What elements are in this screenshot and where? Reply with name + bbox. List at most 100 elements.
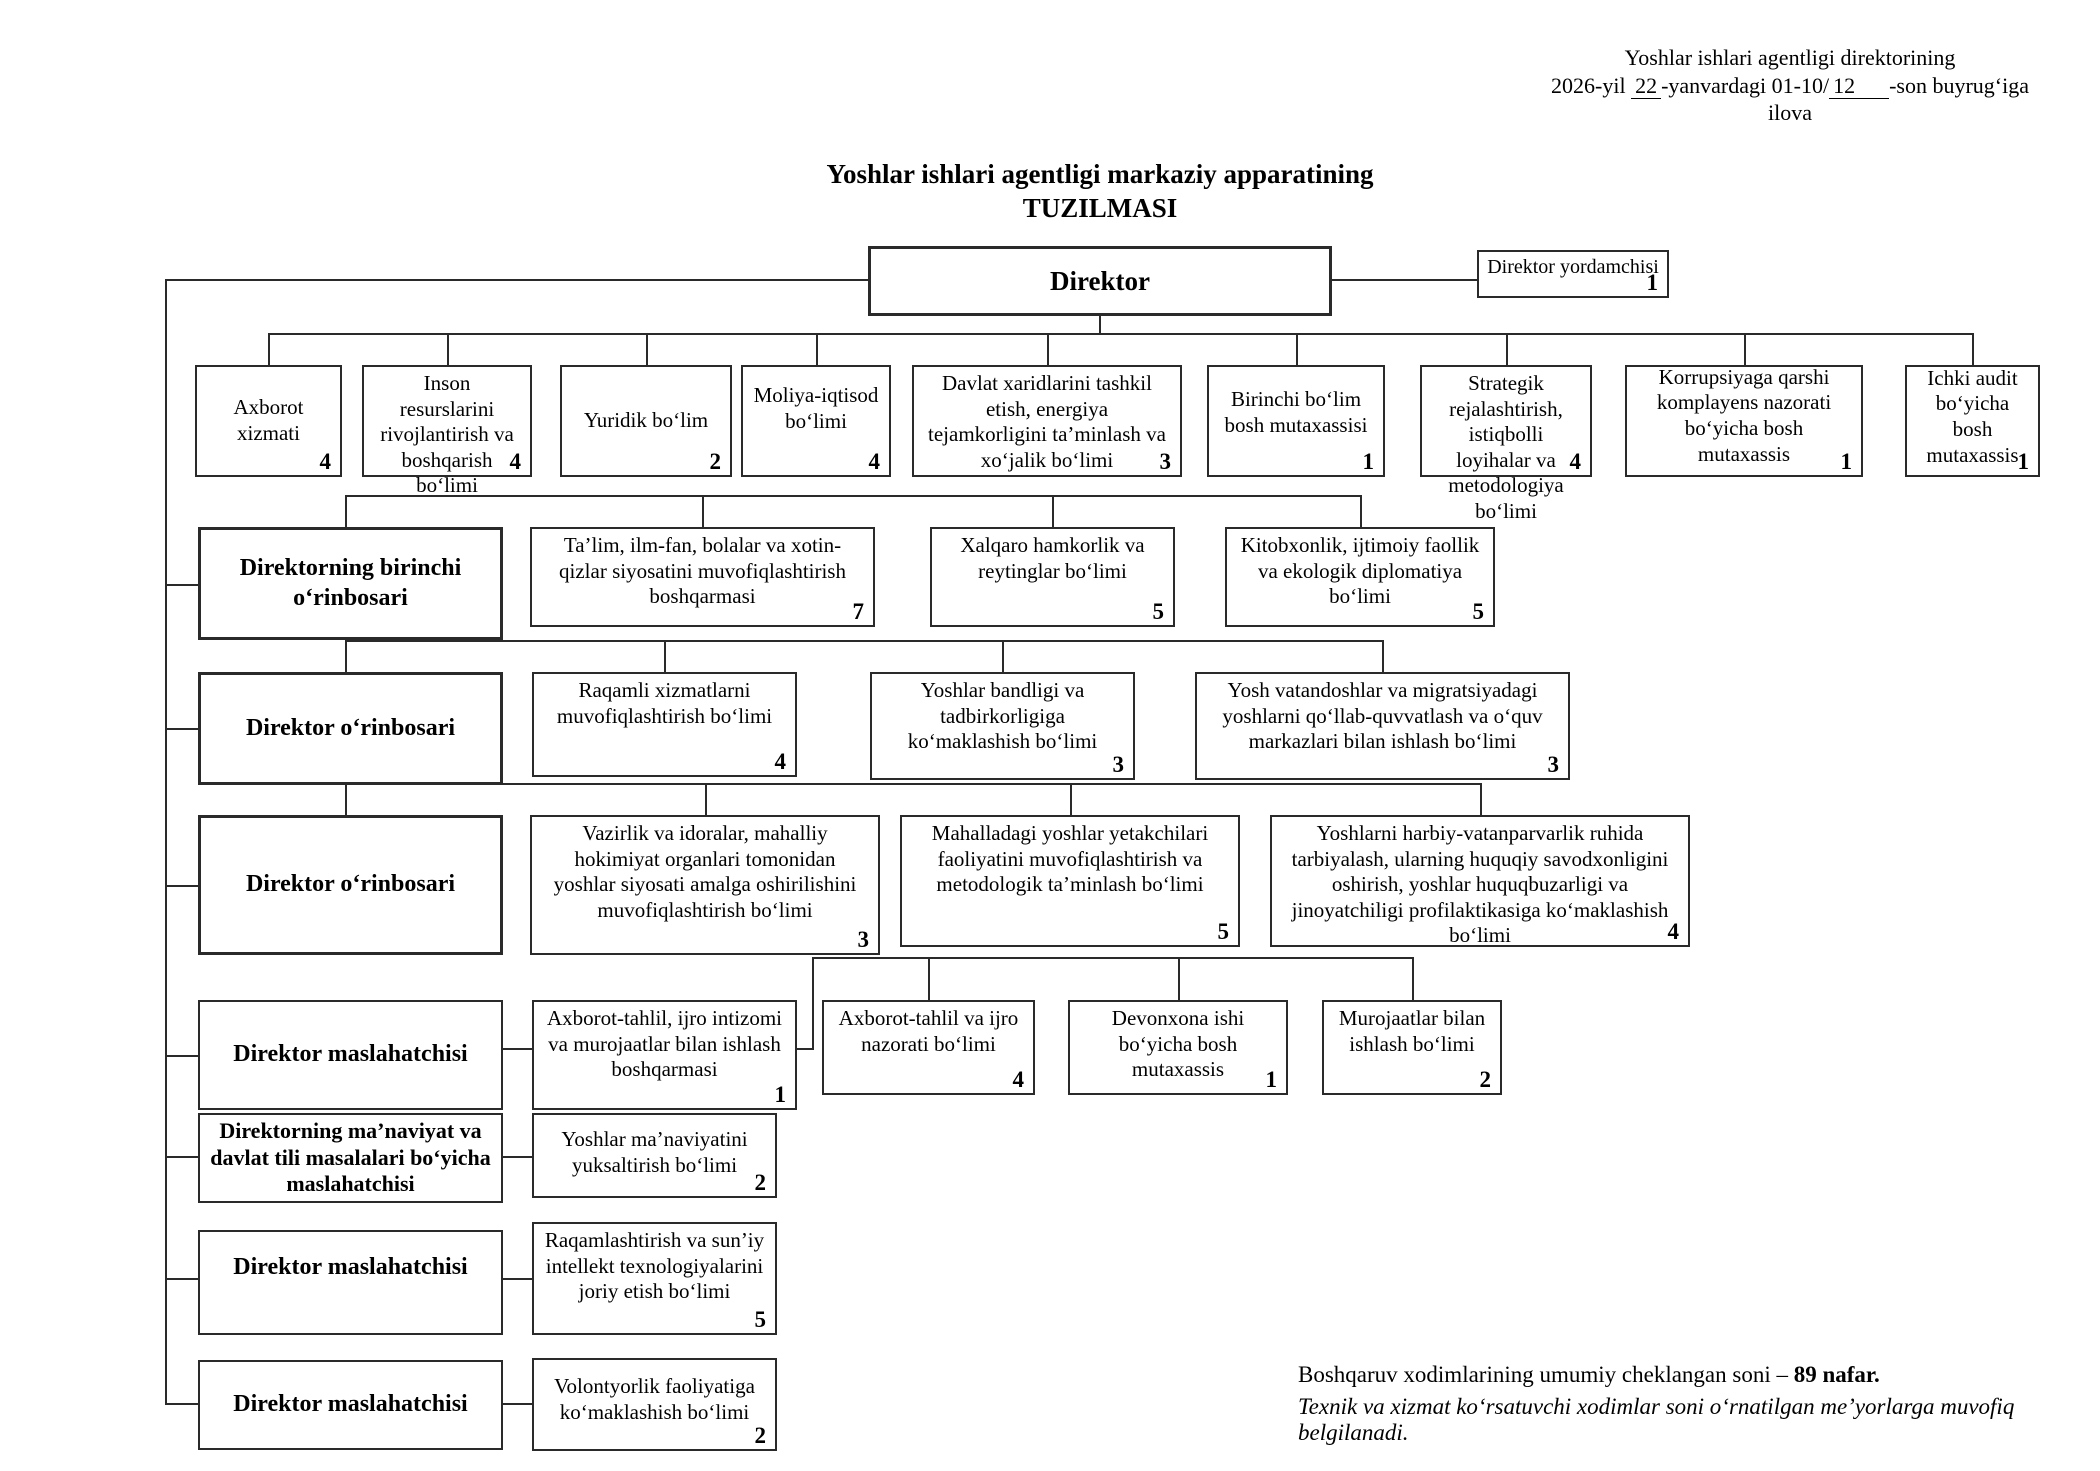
dept-kitobxonlik: Kitobxonlik, ijtimoiy faollik va ekologi…: [1225, 527, 1495, 627]
connector-line: [664, 640, 666, 672]
dept-count: 3: [1547, 752, 1560, 777]
dept-count: 4: [1012, 1067, 1025, 1092]
dept-korrupsiya-komplayens: Korrupsiyaga qarshi komplayens nazorati …: [1625, 365, 1863, 477]
dept-inson-resurslari: Inson resurslarini rivojlantirish va bos…: [362, 365, 532, 497]
connector-line: [165, 1156, 198, 1158]
dept-count: 1: [2017, 449, 2030, 474]
connector-line: [447, 333, 449, 365]
dept-birinchi-bolim: Birinchi boʻlim bosh mutaxassisi 1: [1207, 365, 1385, 477]
connector-line: [816, 333, 818, 365]
order-note-suffix: -son buyrugʻiga: [1889, 72, 2029, 98]
leader-label: Direktorning ma’naviyat va davlat tili m…: [210, 1117, 491, 1197]
connector-line: [702, 495, 704, 527]
dept-label: Devonxona ishi boʻyicha bosh mutaxassis: [1111, 1006, 1245, 1082]
connector-line: [1744, 333, 1746, 365]
order-note-number: 12: [1829, 72, 1890, 99]
dept-axborot-xizmati: Axborot xizmati 4: [195, 365, 342, 477]
dept-count: 4: [1569, 449, 1582, 474]
connector-line: [503, 1278, 532, 1280]
connector-line: [165, 1278, 198, 1280]
order-note: Yoshlar ishlari agentligi direktorining …: [1480, 44, 2100, 127]
leader-label: Direktor maslahatchisi: [233, 1391, 468, 1418]
connector-line: [1382, 640, 1384, 672]
leader-label: Direktorning birinchi oʻrinbosari: [239, 555, 462, 611]
dept-count: 2: [709, 449, 722, 474]
leader-adviser-1: Direktor maslahatchisi: [198, 1000, 503, 1110]
dept-axborot-tahlil-boshqarmasi: Axborot-tahlil, ijro intizomi va murojaa…: [532, 1000, 797, 1110]
connector-bus: [268, 333, 1972, 335]
dept-label: Murojaatlar bilan ishlash boʻlimi: [1338, 1006, 1486, 1056]
dept-label: Inson resurslarini rivojlantirish va bos…: [380, 371, 514, 498]
dept-label: Moliya-iqtisod boʻlimi: [753, 383, 879, 433]
dept-count: 2: [754, 1170, 767, 1195]
dept-label: Axborot-tahlil, ijro intizomi va murojaa…: [546, 1006, 783, 1082]
dept-count: 3: [857, 927, 870, 952]
dept-count: 2: [1479, 1067, 1492, 1092]
connector-line: [165, 584, 198, 586]
dept-count: 1: [1840, 449, 1853, 474]
connector-line: [345, 640, 347, 672]
connector-line: [1002, 640, 1004, 672]
dept-axborot-tahlil-nazorat: Axborot-tahlil va ijro nazorati boʻlimi …: [822, 1000, 1035, 1095]
dept-count: 5: [1472, 599, 1485, 624]
connector-line: [165, 1403, 198, 1405]
chart-title: Yoshlar ishlari agentligi markaziy appar…: [600, 158, 1600, 226]
connector-bus: [345, 783, 1480, 785]
connector-line: [503, 1403, 532, 1405]
dept-label: Vazirlik va idoralar, mahalliy hokimiyat…: [553, 821, 857, 922]
leader-label: Direktor oʻrinbosari: [245, 714, 456, 741]
leader-label: Direktor maslahatchisi: [233, 1041, 468, 1068]
dept-label: Raqamli xizmatlarni muvofiqlashtirish bo…: [556, 678, 773, 728]
dept-raqamli-xizmatlar: Raqamli xizmatlarni muvofiqlashtirish bo…: [532, 672, 797, 777]
dept-label: Yuridik boʻlim: [583, 408, 709, 433]
dept-ichki-audit: Ichki audit boʻyicha bosh mutaxassis 1: [1905, 365, 2040, 477]
connector-line: [503, 1156, 532, 1158]
connector-spine: [165, 279, 167, 1405]
dept-label: Korrupsiyaga qarshi komplayens nazorati …: [1656, 364, 1832, 466]
connector-bus: [812, 957, 1412, 959]
leader-label: Direktor maslahatchisi: [233, 1253, 468, 1280]
order-note-number-prefix: -yanvardagi 01-10/: [1661, 72, 1830, 98]
dept-label: Yosh vatandoshlar va migratsiyadagi yosh…: [1222, 678, 1543, 754]
dept-count: 7: [852, 599, 865, 624]
leader-deputy-2: Direktor oʻrinbosari: [198, 815, 503, 955]
dept-count: 4: [868, 449, 881, 474]
dept-count: 5: [754, 1307, 767, 1332]
dept-count: 4: [509, 449, 522, 474]
director-assistant-label: Direktor yordamchisi: [1487, 255, 1659, 278]
dept-count: 3: [1112, 752, 1125, 777]
leader-adviser-3: Direktor maslahatchisi: [198, 1360, 503, 1450]
connector-line: [1296, 333, 1298, 365]
dept-count: 5: [1217, 919, 1230, 944]
order-note-line3: ilova: [1768, 100, 1812, 125]
connector-line: [345, 783, 347, 815]
chart-title-line2: TUZILMASI: [1022, 192, 1178, 223]
connector-line: [345, 495, 347, 527]
chart-title-line1: Yoshlar ishlari agentligi markaziy appar…: [826, 159, 1374, 189]
dept-harbiy-vatanparvarlik: Yoshlarni harbiy-vatanparvarlik ruhida t…: [1270, 815, 1690, 947]
connector-line: [797, 1048, 814, 1050]
connector-line: [1412, 957, 1414, 1000]
footer-staff-limit-number: 89 nafar.: [1793, 1362, 1880, 1387]
connector-line: [1178, 957, 1180, 1000]
dept-count: 4: [1667, 919, 1680, 944]
dept-label: Yoshlarni harbiy-vatanparvarlik ruhida t…: [1291, 821, 1669, 948]
order-note-date: 2026-yil: [1551, 72, 1626, 98]
connector-line: [503, 1048, 532, 1050]
director-assistant-count: 1: [1646, 270, 1659, 295]
connector-line: [1070, 783, 1072, 815]
dept-label: Davlat xaridlarini tashkil etish, energi…: [928, 371, 1166, 472]
connector-line: [1506, 333, 1508, 365]
leader-adviser-manaviyat: Direktorning ma’naviyat va davlat tili m…: [198, 1113, 503, 1203]
dept-label: Ta’lim, ilm-fan, bolalar va xotin-qizlar…: [559, 533, 846, 609]
dept-label: Kitobxonlik, ijtimoiy faollik va ekologi…: [1240, 533, 1480, 609]
connector-line: [1099, 316, 1101, 333]
leader-first-deputy: Direktorning birinchi oʻrinbosari: [198, 527, 503, 640]
dept-label: Mahalladagi yoshlar yetakchilari faoliya…: [931, 821, 1209, 897]
dept-vazirlik-idoralar: Vazirlik va idoralar, mahalliy hokimiyat…: [530, 815, 880, 955]
dept-count: 5: [1152, 599, 1165, 624]
dept-yoshlar-manaviyati: Yoshlar ma’naviyatini yuksaltirish boʻli…: [532, 1113, 777, 1198]
dept-strategik-rejalashtirish: Strategik rejalashtirish, istiqbolli loy…: [1420, 365, 1592, 523]
connector-line: [812, 957, 814, 1050]
